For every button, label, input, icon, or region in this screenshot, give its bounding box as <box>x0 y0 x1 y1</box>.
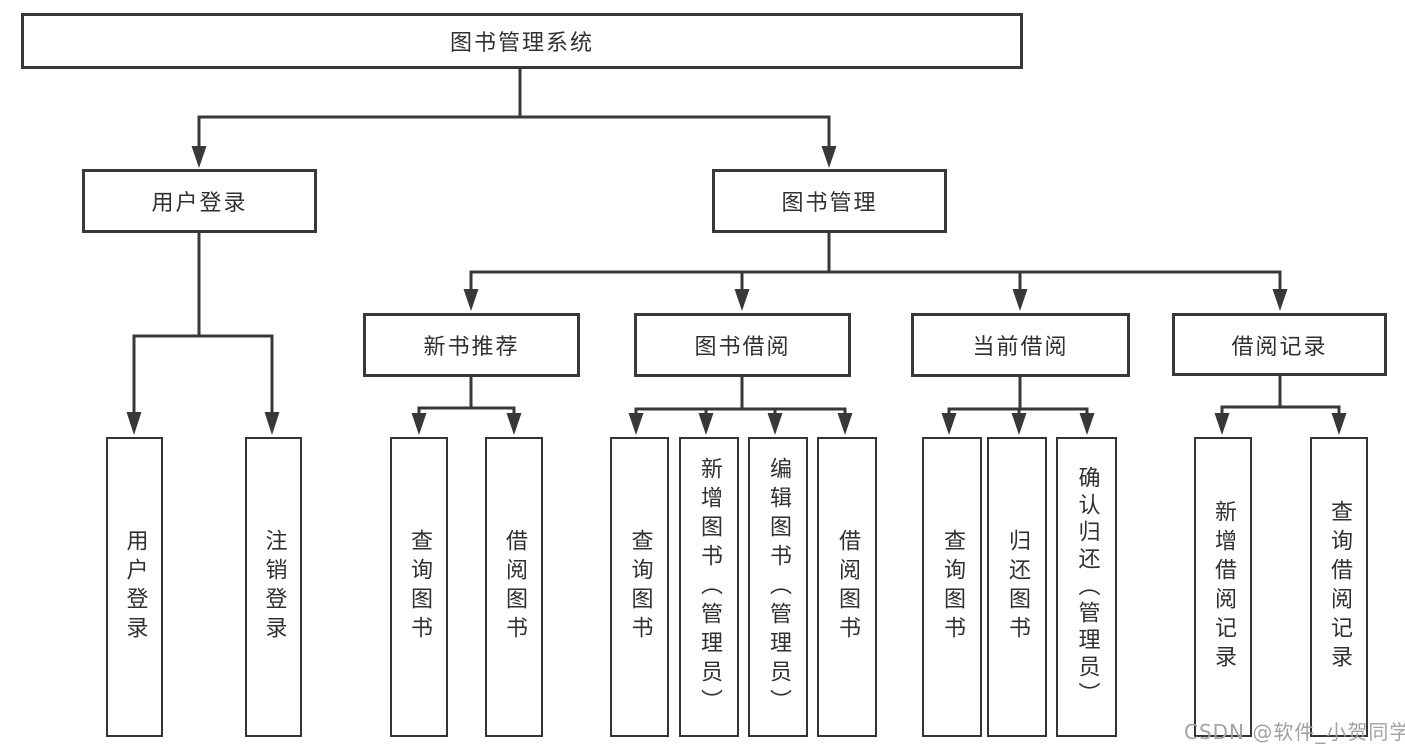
node-leaf-add-record: 新增借阅记录 <box>1194 437 1252 737</box>
node-book-borrow: 图书借阅 <box>634 313 851 377</box>
node-leaf-edit-book: 编辑图书（管理员） <box>748 437 808 737</box>
node-leaf-query-book-1-label: 查询图书 <box>407 529 432 645</box>
node-leaf-query-record-label: 查询借阅记录 <box>1327 500 1352 674</box>
node-book-mgmt-label: 图书管理 <box>781 191 878 216</box>
node-leaf-query-book-2-label: 查询图书 <box>627 529 653 645</box>
node-leaf-borrow-book-1: 借阅图书 <box>485 437 543 737</box>
node-leaf-borrow-book-2-label: 借阅图书 <box>835 529 860 645</box>
node-leaf-add-book: 新增图书（管理员） <box>679 437 739 737</box>
node-leaf-confirm-return: 确认归还（管理员） <box>1056 437 1117 737</box>
node-new-book-rec: 新书推荐 <box>363 313 580 377</box>
node-new-book-rec-label: 新书推荐 <box>423 335 520 360</box>
node-leaf-query-record: 查询借阅记录 <box>1310 437 1368 737</box>
node-leaf-add-book-label: 新增图书（管理员） <box>697 456 722 718</box>
node-leaf-logout: 注销登录 <box>245 437 302 737</box>
node-current-borrow: 当前借阅 <box>911 313 1130 377</box>
node-borrow-record-label: 借阅记录 <box>1231 334 1328 360</box>
watermark-text: CSDN @软件_小贺同学 <box>1184 720 1405 744</box>
node-leaf-borrow-book-1-label: 借阅图书 <box>502 529 527 645</box>
node-root-label: 图书管理系统 <box>449 31 594 56</box>
node-book-borrow-label: 图书借阅 <box>694 335 791 360</box>
node-leaf-user-login: 用户登录 <box>106 437 163 737</box>
node-leaf-query-book-3-label: 查询图书 <box>940 529 965 645</box>
node-leaf-return-book: 归还图书 <box>987 437 1047 737</box>
node-user-login-label: 用户登录 <box>151 191 248 216</box>
node-leaf-confirm-return-label: 确认归还（管理员） <box>1074 465 1100 709</box>
node-leaf-user-login-label: 用户登录 <box>122 529 148 645</box>
node-leaf-return-book-label: 归还图书 <box>1005 529 1030 645</box>
node-leaf-query-book-1: 查询图书 <box>390 437 448 737</box>
node-root: 图书管理系统 <box>21 13 1023 69</box>
node-leaf-query-book-3: 查询图书 <box>922 437 982 737</box>
node-book-mgmt: 图书管理 <box>712 169 947 233</box>
node-current-borrow-label: 当前借阅 <box>972 335 1069 360</box>
arrowhead-icons <box>126 146 1347 435</box>
node-leaf-logout-label: 注销登录 <box>261 529 287 645</box>
node-leaf-query-book-2: 查询图书 <box>610 437 669 737</box>
node-leaf-add-record-label: 新增借阅记录 <box>1211 500 1236 674</box>
node-leaf-borrow-book-2: 借阅图书 <box>817 437 877 737</box>
node-leaf-edit-book-label: 编辑图书（管理员） <box>766 456 791 718</box>
node-user-login: 用户登录 <box>82 169 317 233</box>
node-borrow-record: 借阅记录 <box>1172 313 1387 376</box>
